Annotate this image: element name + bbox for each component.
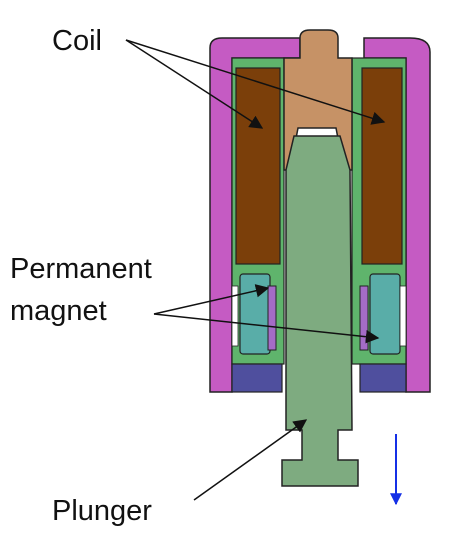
label-coil: Coil [52,25,102,57]
leader-plunger [193,419,308,501]
magnet-right-violet [359,285,369,351]
leader-magnet-right [153,313,380,344]
coil-right [361,67,403,265]
label-plunger: Plunger [52,495,152,527]
pole-piece [283,29,353,171]
leader-magnet-left [153,284,270,315]
gap-left [231,285,239,347]
gap-right [399,285,407,347]
base-ring-right [359,363,407,393]
plunger [281,135,359,487]
coil-left [235,67,281,265]
magnet-left-violet [267,285,277,351]
label-magnet: magnet [10,295,107,327]
label-permanent: Permanent [10,253,152,285]
leader-coil-right [125,39,386,125]
magnet-left-teal [239,273,271,355]
magnet-right-teal [369,273,401,355]
leader-coil-left [125,39,264,129]
base-ring-left [231,363,283,393]
